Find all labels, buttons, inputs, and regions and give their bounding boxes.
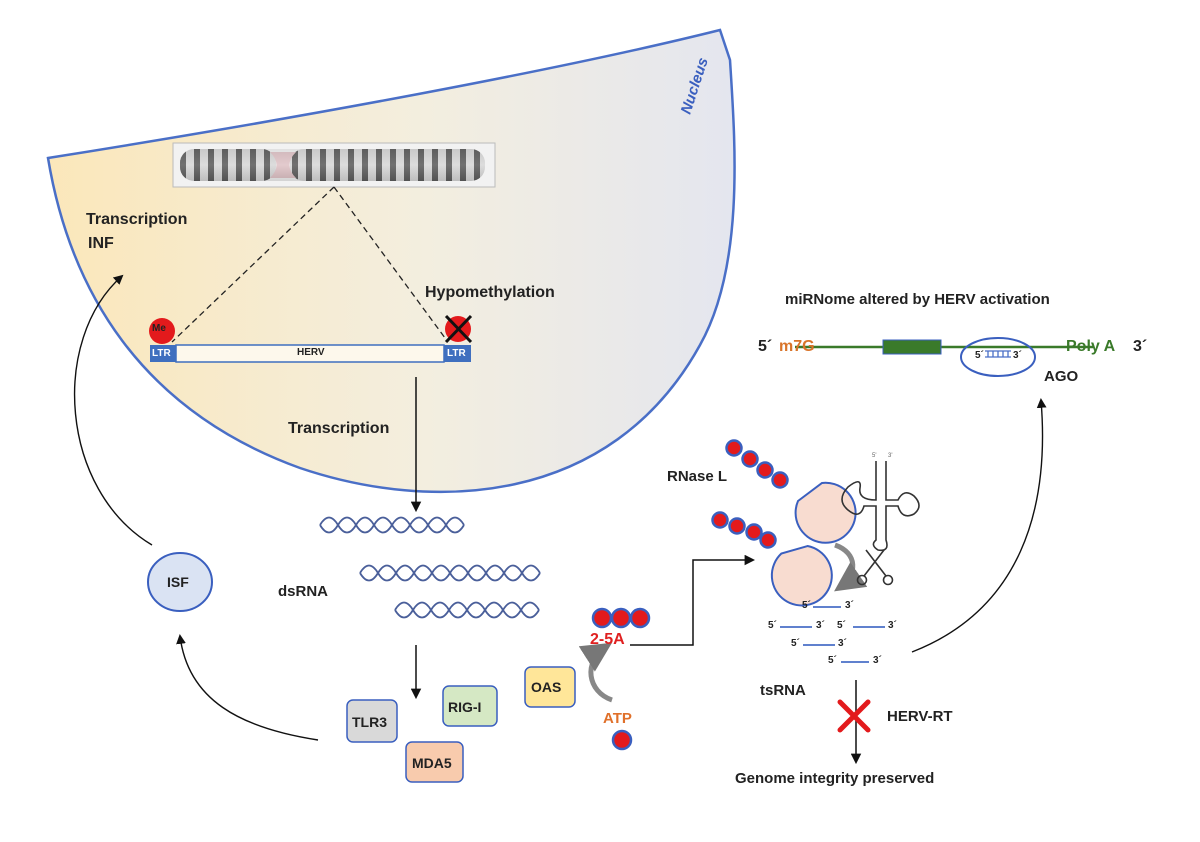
- nucleus: [46, 28, 736, 494]
- mrna-three-prime: 3´: [1133, 338, 1148, 355]
- tsrna-fragment-2-five: 5´: [768, 620, 777, 631]
- me-label: Me: [152, 323, 166, 334]
- tsrna-fragment-5-five: 5´: [828, 655, 837, 666]
- oas-box: [524, 666, 576, 708]
- demethylation-cross-icon: [444, 314, 473, 344]
- atp-label: ATP: [603, 710, 632, 727]
- 2-5a-beads: [591, 607, 651, 629]
- scissors-icon: [856, 549, 894, 586]
- transcription-inf-line2: INF: [88, 235, 114, 252]
- herv-label: HERV: [297, 347, 325, 358]
- m7g-label: m7G: [779, 338, 815, 355]
- 2-5a-to-rnase-arrow: [630, 554, 756, 646]
- tsrna-fragment-5-three: 3´: [873, 655, 882, 666]
- isf-label: ISF: [167, 574, 189, 590]
- herv-rt-label: HERV-RT: [887, 708, 953, 725]
- ltr-right-box: [444, 345, 471, 362]
- tsrna-label: tsRNA: [760, 682, 806, 699]
- rnase-l-dimer: [711, 439, 857, 607]
- tsrna-fragment-3-three: 3´: [888, 620, 897, 631]
- sensors-to-isf-arrow: [176, 634, 319, 741]
- tlr3-label: TLR3: [352, 714, 387, 730]
- mirnome-title: miRNome altered by HERV activation: [785, 291, 1050, 308]
- rnase-cleavage-arrow: [834, 542, 868, 592]
- hypomethylation-label: Hypomethylation: [425, 284, 555, 301]
- ago-five-prime: 5´: [975, 350, 984, 361]
- tsrna-fragment-4-five: 5´: [791, 638, 800, 649]
- methyl-left: [149, 318, 175, 344]
- ago-three-prime: 3´: [1013, 350, 1022, 361]
- tsrna-fragment-2-three: 3´: [816, 620, 825, 631]
- tsrna-fragment-1-five: 5´: [802, 600, 811, 611]
- mrna-orf-box: [882, 339, 942, 355]
- svg-text:5': 5': [872, 453, 876, 459]
- mda5-box: [405, 741, 464, 783]
- rigi-box: [442, 685, 498, 727]
- isf-node: [147, 552, 213, 612]
- dsrna-label: dsRNA: [278, 583, 329, 600]
- genome-integrity-label: Genome integrity preserved: [735, 770, 935, 787]
- trna-cloverleaf-icon: [841, 461, 920, 552]
- rnase-l-label: RNase L: [667, 468, 728, 485]
- isf-to-inf-arrow: [73, 274, 153, 546]
- ltr-right-label: LTR: [447, 348, 466, 359]
- oas-label: OAS: [531, 679, 562, 695]
- mirna-duplex-icon: [985, 350, 1011, 358]
- mda5-label: MDA5: [412, 755, 452, 771]
- ago-label: AGO: [1044, 368, 1079, 385]
- rigi-label: RIG-I: [448, 699, 482, 715]
- tsrna-fragment-lines: [780, 606, 885, 663]
- tsrna-to-ago-arrow: [911, 398, 1047, 653]
- tlr3-box: [346, 699, 398, 743]
- oas-catalysis-arrow: [578, 642, 613, 703]
- dsrna-helices: [319, 516, 541, 619]
- tsrna-fragment-4-three: 3´: [838, 638, 847, 649]
- tsrna-fragment-3-five: 5´: [837, 620, 846, 631]
- transcription-label: Transcription: [288, 420, 390, 437]
- ago-ellipse: [960, 337, 1036, 377]
- atp-bead: [611, 729, 633, 751]
- poly-a-label: Poly A: [1066, 338, 1116, 355]
- ltr-left-label: LTR: [152, 348, 171, 359]
- chromosome: [172, 142, 496, 188]
- tsrna-fragment-1-three: 3´: [845, 600, 854, 611]
- transcription-inf-line1: Transcription: [86, 211, 188, 228]
- blocked-cross-icon: [837, 699, 871, 733]
- svg-text:3': 3': [888, 453, 892, 459]
- ltr-left-box: [150, 345, 176, 362]
- mrna-five-prime: 5´: [758, 338, 773, 355]
- 2-5a-label: 2-5A: [590, 631, 625, 648]
